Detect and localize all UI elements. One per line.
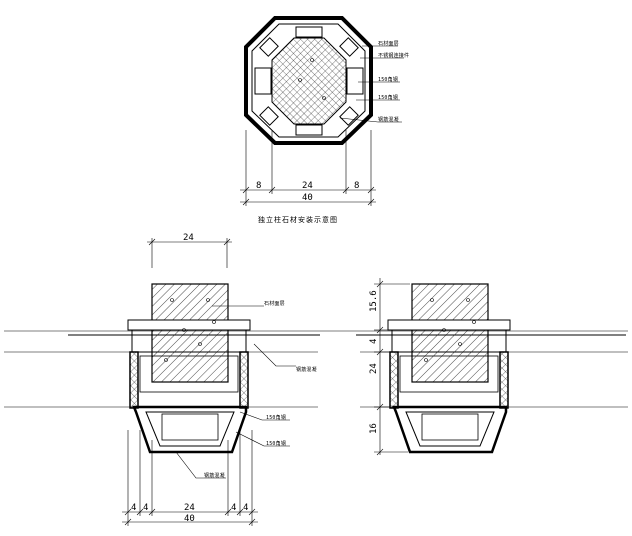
right-dim-1: 4: [369, 339, 379, 344]
right-dim-0: 15.6: [369, 290, 379, 312]
top-label-0: 石材面层: [378, 40, 399, 47]
left-label-1: 钢筋混凝: [296, 366, 317, 373]
left-label-4: 钢筋混凝: [204, 472, 225, 479]
left-label-2: 150角钢: [266, 414, 286, 421]
right-footing-outer: [392, 405, 508, 454]
left-bottom-dim-3: 4: [231, 503, 236, 513]
top-label-2: 150角钢: [378, 76, 398, 83]
left-bottom-total: 40: [184, 514, 195, 524]
left-footing-inner: [145, 411, 235, 447]
octagon-core: [271, 37, 347, 125]
top-leaders: [339, 45, 404, 123]
left-bottom-dim-0: 4: [131, 503, 136, 513]
top-view-caption: 独立柱石材安装示意图: [258, 215, 338, 224]
section-right: 15.6 4 24 16: [369, 278, 511, 456]
left-bottom-dim-2: 24: [184, 503, 195, 513]
top-label-4: 钢筋混凝: [378, 116, 399, 123]
top-dim-left: 8: [256, 181, 261, 191]
anchor-dots: [164, 58, 476, 362]
octagon-cladding: [251, 23, 366, 138]
top-label-3: 150角钢: [378, 94, 398, 101]
top-view: 石材面层 不锈钢连接件 150角钢 150角钢 钢筋混凝 8 24 8 40 独…: [240, 16, 409, 224]
right-footing-inner: [405, 411, 495, 447]
left-label-3: 150角钢: [266, 440, 286, 447]
top-dim-middle: 24: [302, 181, 313, 191]
right-column: [411, 283, 489, 383]
octagon-outer: [244, 16, 373, 145]
left-bottom-dim-4: 4: [243, 503, 248, 513]
right-dim-2: 24: [369, 363, 379, 374]
top-dim-right: 8: [354, 181, 359, 191]
top-label-1: 不锈钢连接件: [378, 52, 409, 59]
left-footing-outer: [132, 405, 248, 454]
left-label-0: 石材面层: [264, 300, 285, 307]
left-top-dim: 24: [183, 233, 194, 243]
left-bottom-dim-1: 4: [143, 503, 148, 513]
left-column: [151, 283, 229, 383]
top-dimension-lines: [240, 130, 376, 206]
section-left: 24 石材面层 钢筋混凝 150角钢 150角钢 钢筋混凝: [122, 233, 317, 526]
top-dim-total: 40: [302, 193, 313, 203]
right-dim-3: 16: [369, 423, 379, 434]
steel-brackets: [254, 26, 364, 136]
